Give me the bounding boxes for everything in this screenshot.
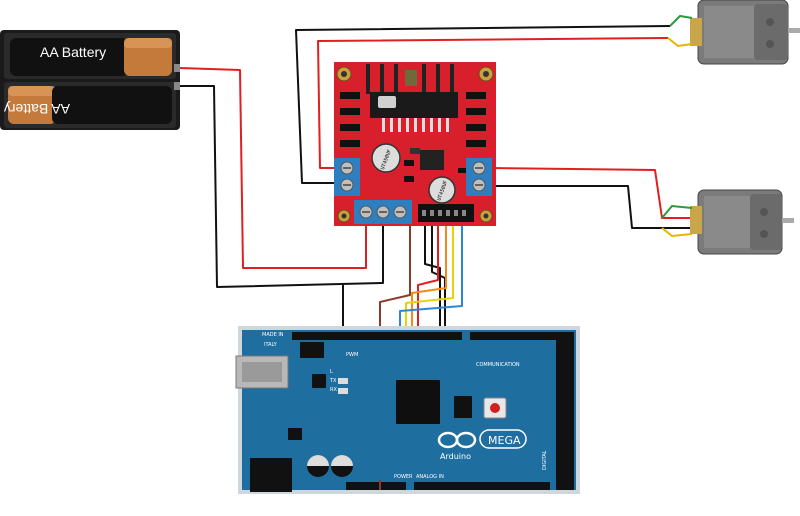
digital-header-right xyxy=(556,332,574,490)
made-in-label-2: ITALY xyxy=(264,342,278,348)
arduino-pin-connections xyxy=(342,333,381,490)
battery-terminal-bottom xyxy=(174,82,180,90)
motor-a-terminal xyxy=(334,158,360,196)
communication-label: COMMUNICATION xyxy=(476,362,520,368)
voltage-regulator xyxy=(420,150,444,170)
control-wire-yellow xyxy=(405,222,454,333)
pwm-label: PWM xyxy=(346,352,358,358)
digital-label: DIGITAL xyxy=(542,450,548,470)
dc-motor-top xyxy=(667,0,800,65)
control-pin-header xyxy=(418,204,474,222)
control-wire-orange xyxy=(411,222,447,333)
l298n-driver-board: UT450UF UT450UF xyxy=(334,62,496,226)
analog-header xyxy=(414,482,550,490)
mega-badge xyxy=(479,429,527,449)
motor-right-black-wire xyxy=(490,185,690,229)
power-jack xyxy=(250,458,292,492)
dc-motor-right xyxy=(661,189,794,255)
arduino-brand-text: Arduino xyxy=(440,452,471,461)
digital-header-top-left xyxy=(292,332,462,340)
l-led-label: L xyxy=(330,369,333,375)
tx-label: TX xyxy=(329,378,337,384)
battery-negative-wire xyxy=(180,85,384,288)
wires xyxy=(179,25,690,490)
arduino-mega-board: MADE IN ITALY PWM COMMUNICATION TX RX L … xyxy=(235,326,580,494)
capacitor-left: UT450UF xyxy=(371,143,401,173)
motor-right-red-wire xyxy=(489,167,690,219)
chip-pins xyxy=(382,118,449,132)
motor-top-black-wire xyxy=(295,25,671,184)
mega-model-text: MEGA xyxy=(488,434,521,447)
battery-positive-wire xyxy=(179,67,367,269)
motor-b-terminal xyxy=(466,158,492,196)
battery-cell-bottom-label: AA Battery xyxy=(4,101,70,117)
icsp-header xyxy=(454,396,472,418)
diodes-left xyxy=(340,92,360,147)
heatsink xyxy=(366,64,454,94)
power-header xyxy=(346,482,406,490)
battery-cell-top-label: AA Battery xyxy=(40,44,106,60)
power-terminal xyxy=(354,200,412,224)
control-wire-red-ctl xyxy=(417,222,439,333)
motor-top-red-wire xyxy=(317,37,669,169)
rx-label: RX xyxy=(330,387,337,393)
arduino-logo xyxy=(437,431,477,449)
made-in-label-1: MADE IN xyxy=(262,332,284,338)
battery-cell-top: AA Battery xyxy=(10,38,172,76)
capacitor-right: UT450UF xyxy=(428,176,456,204)
diodes-right xyxy=(466,92,486,147)
battery-cell-bottom: AA Battery xyxy=(4,86,172,124)
battery-terminal-top xyxy=(174,64,180,72)
control-wire-blue xyxy=(399,222,463,333)
digital-header-top-right xyxy=(470,332,560,340)
atmega-chip xyxy=(396,380,440,424)
battery-pack: AA Battery AA Battery xyxy=(0,30,180,130)
analog-in-label: ANALOG IN xyxy=(416,474,444,480)
power-label: POWER xyxy=(394,474,413,480)
